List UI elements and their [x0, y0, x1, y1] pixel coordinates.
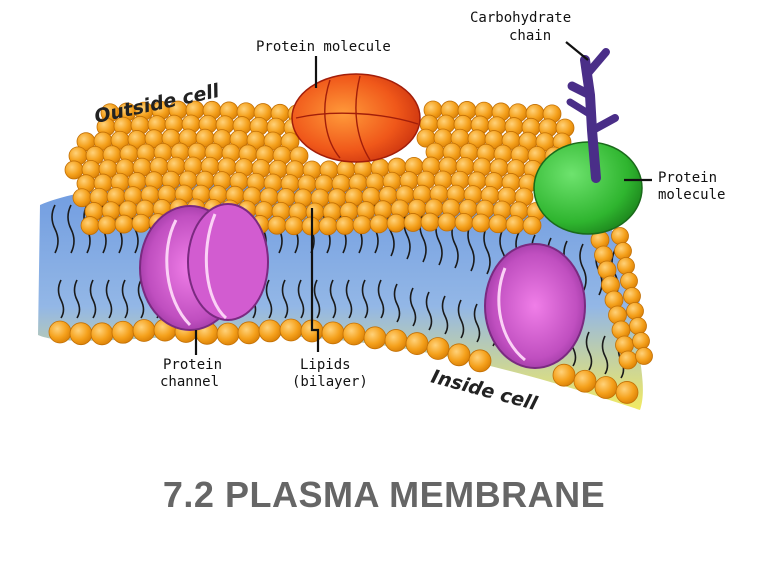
right-protein-label-line2: molecule	[658, 187, 725, 203]
top-protein-label: Protein molecule	[256, 39, 391, 55]
fatty-acid-tail	[403, 210, 411, 260]
fatty-acid-tail	[409, 287, 417, 327]
phospholipid-head	[426, 337, 450, 360]
protein-channel-right	[484, 243, 586, 369]
phospholipid-head	[468, 349, 492, 373]
protein-channel	[139, 203, 269, 331]
phospholipid-head	[318, 216, 338, 236]
fatty-acid-tail	[73, 279, 81, 319]
fatty-acid-tail	[473, 303, 481, 343]
phospholipid-head	[386, 213, 406, 233]
fatty-acid-tail	[441, 295, 449, 335]
phospholipid-head	[321, 321, 345, 345]
phospholipid-head	[69, 322, 93, 346]
phospholipid-head	[611, 227, 629, 245]
phospholipid-head	[114, 214, 134, 234]
fatty-acid-tail	[51, 204, 59, 254]
phospholipid-head	[97, 215, 117, 235]
carbohydrate-chain	[566, 48, 619, 183]
fatty-acid-tail	[313, 279, 321, 319]
phospholipid-head	[216, 322, 240, 346]
phospholipid-head	[403, 213, 423, 232]
fatty-acid-tail	[297, 279, 305, 319]
phospholipid-head	[132, 319, 156, 342]
carbohydrate-label-line2: chain	[509, 28, 551, 44]
phospholipid-head	[488, 214, 508, 234]
fatty-acid-tail	[281, 279, 289, 319]
fatty-acid-tail	[579, 243, 587, 293]
phospholipid-head	[405, 332, 429, 355]
phospholipid-head	[131, 213, 151, 233]
slide-title: 7.2 PLASMA MEMBRANE	[162, 474, 606, 515]
phospholipid-head	[111, 320, 135, 344]
channel-label-line2: channel	[160, 374, 219, 390]
phospholipid-head	[573, 369, 597, 393]
phospholipid-head	[635, 347, 653, 365]
fatty-acid-tail	[137, 279, 145, 319]
phospholipid-head	[552, 363, 576, 387]
phospholipid-head	[614, 242, 632, 260]
phospholipid-head	[267, 215, 287, 235]
phospholipid-head	[48, 320, 72, 344]
fatty-acid-tail	[105, 279, 113, 319]
phospholipid-head	[471, 213, 491, 233]
fatty-acid-tail	[425, 291, 433, 331]
channel-label-line1: Protein	[163, 357, 222, 373]
phospholipid-head	[447, 343, 471, 367]
phospholipid-head	[632, 332, 650, 350]
phospholipid-head	[505, 215, 525, 235]
phospholipid-head	[384, 329, 408, 352]
fatty-acid-tail	[483, 225, 491, 275]
phospholipid-head	[237, 321, 261, 345]
carbohydrate-label-line1: Carbohydrate	[470, 10, 571, 26]
plasma-membrane-diagram: Carbohydrate chain Protein molecule Prot…	[38, 10, 725, 415]
phospholipid-head	[617, 257, 635, 275]
fatty-acid-tail	[67, 204, 75, 254]
fatty-acid-tail	[57, 279, 65, 319]
phospholipid-head	[420, 212, 440, 232]
fatty-acid-tail	[89, 279, 97, 319]
fatty-acid-tail	[585, 331, 593, 371]
phospholipid-head	[342, 322, 366, 346]
label-leader-lines	[194, 41, 652, 355]
phospholipid-head	[522, 215, 542, 235]
phospholipid-head	[620, 272, 638, 290]
phospholipid-head	[626, 302, 644, 320]
fatty-acid-tail	[457, 299, 465, 339]
fatty-acid-tail	[265, 279, 273, 319]
phospholipid-head	[369, 214, 389, 234]
phospholipid-head	[279, 318, 303, 342]
lipids-label-line2: (bilayer)	[292, 374, 368, 390]
fatty-acid-tail	[121, 279, 129, 319]
fatty-acid-tail	[345, 279, 353, 319]
right-protein-label-line1: Protein	[658, 170, 717, 186]
fatty-acid-tail	[601, 335, 609, 375]
phospholipid-head	[284, 216, 304, 236]
fatty-acid-tail	[361, 279, 369, 319]
phospholipid-head	[80, 216, 100, 235]
phospholipid-head	[363, 326, 387, 350]
top-phospholipid-heads	[64, 100, 653, 370]
phospholipid-head	[629, 317, 647, 335]
phospholipid-head	[454, 212, 474, 232]
fatty-acid-tail	[377, 279, 385, 319]
top-protein-molecule	[291, 73, 421, 163]
green-protein-molecule	[533, 141, 643, 235]
fatty-acid-tail	[329, 279, 337, 319]
fatty-acid-tail	[393, 283, 401, 323]
phospholipid-head	[335, 216, 355, 235]
phospholipid-head	[352, 215, 372, 235]
lipids-label-line1: Lipids	[300, 357, 351, 373]
phospholipid-head	[90, 322, 114, 346]
phospholipid-head	[618, 350, 638, 370]
phospholipid-head	[623, 287, 641, 305]
phospholipid-head	[437, 212, 457, 232]
phospholipid-head	[594, 376, 618, 399]
phospholipid-head	[615, 381, 639, 404]
phospholipid-head	[258, 319, 282, 343]
